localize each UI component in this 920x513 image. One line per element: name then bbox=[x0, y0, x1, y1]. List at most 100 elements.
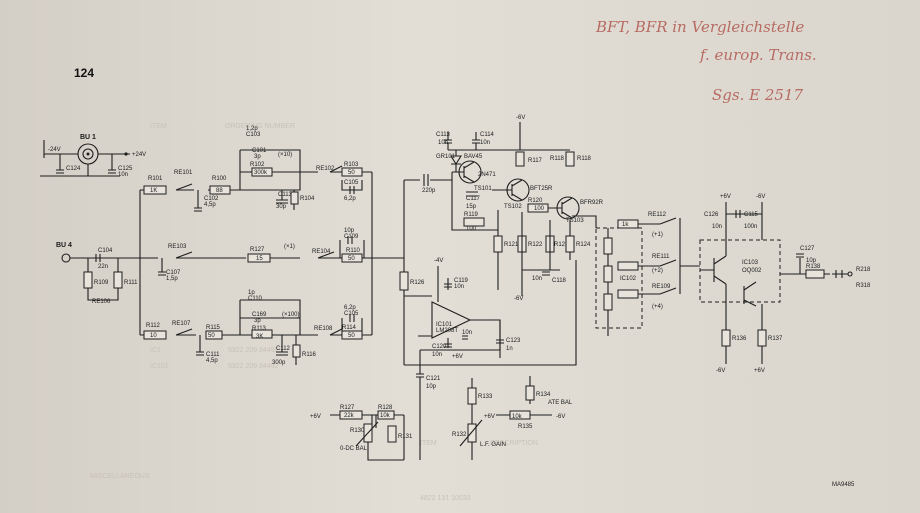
c120-value: 10n bbox=[432, 352, 442, 358]
gain-1-label: (+1) bbox=[652, 232, 663, 238]
svg-text:ITEM: ITEM bbox=[420, 440, 437, 447]
r101-label: R101 bbox=[148, 176, 163, 182]
c104-label: C104 bbox=[98, 248, 113, 254]
c115-value: 100n bbox=[744, 224, 757, 230]
svg-text:ITEM: ITEM bbox=[150, 123, 167, 130]
c110-value: 1p bbox=[248, 290, 255, 296]
r100-value: 88 bbox=[216, 188, 223, 194]
r122-label: R122 bbox=[528, 242, 543, 248]
c105-label: C105 bbox=[344, 180, 359, 186]
r127-value: 22k bbox=[344, 413, 355, 419]
neg4-label: -4V bbox=[434, 258, 443, 264]
r131-label: R131 bbox=[398, 434, 413, 440]
pos6-trim-label: +6V bbox=[310, 414, 321, 420]
c103-value: 1,2p bbox=[246, 126, 258, 132]
r118-label-b: R118 bbox=[577, 156, 592, 162]
r137-label: R137 bbox=[768, 336, 783, 342]
ic103-label: IC103 bbox=[742, 260, 759, 266]
drawing-code: MA9485 bbox=[832, 482, 855, 488]
neg6-ic103-label: -6V bbox=[756, 194, 765, 200]
r115-label: R115 bbox=[206, 325, 221, 331]
r133-label: R133 bbox=[478, 394, 493, 400]
r123-label: R123 bbox=[554, 242, 569, 248]
ic101-symbol bbox=[431, 301, 472, 339]
ts103-label: TS103 bbox=[566, 218, 584, 224]
gain-2-label: (+2) bbox=[652, 268, 663, 274]
r119-value: 100 bbox=[466, 226, 477, 232]
c103-label: C103 bbox=[246, 132, 261, 138]
pos6-r137-label: +6V bbox=[754, 368, 765, 374]
ts101-type: 2N471 bbox=[478, 172, 496, 178]
c105-value: 6,2p bbox=[344, 196, 356, 202]
r113-label: R113 bbox=[252, 326, 267, 332]
svg-text:IC101: IC101 bbox=[150, 363, 169, 370]
page-number: 124 bbox=[74, 66, 94, 80]
note-line-2: f. europ. Trans. bbox=[699, 46, 817, 64]
c121-value: 10p bbox=[426, 384, 437, 390]
c111-value: 4,5p bbox=[206, 358, 218, 364]
c102-label: C102 bbox=[204, 196, 219, 202]
bu1-pos24v-label: +24V bbox=[132, 152, 146, 158]
r318-label: R318 bbox=[856, 283, 871, 289]
r112-value: 10 bbox=[150, 333, 157, 339]
svg-text:5322 209 84492: 5322 209 84492 bbox=[228, 363, 279, 370]
r102-label: R102 bbox=[250, 162, 265, 168]
r119-label: R119 bbox=[464, 212, 479, 218]
r110-value: 50 bbox=[348, 256, 355, 262]
r138-label: R138 bbox=[806, 264, 821, 270]
gr101-label: GR101 bbox=[436, 154, 456, 160]
r111-label: R111 bbox=[124, 280, 138, 286]
c118-value: 10n bbox=[532, 276, 542, 282]
r101-value: 1K bbox=[150, 188, 157, 194]
c112-label: C112 bbox=[276, 346, 291, 352]
r114-value: 50 bbox=[348, 333, 355, 339]
ts101-label: TS101 bbox=[474, 186, 492, 192]
c123-value: 1n bbox=[506, 346, 513, 352]
c113-top-value: 10n bbox=[438, 140, 448, 146]
ic101-label: IC101 bbox=[436, 322, 453, 328]
ate-bal-label: ATE BAL bbox=[548, 400, 573, 406]
re111-label: RE111 bbox=[652, 254, 670, 260]
svg-text:4822 131 10033: 4822 131 10033 bbox=[420, 495, 471, 502]
ic101-opamp: IC101 LM208T -4V C119 10n C120 10n +6V 1… bbox=[404, 258, 577, 460]
c169-label: C169 bbox=[252, 312, 267, 318]
r127-label: R127 bbox=[340, 405, 355, 411]
re104-label: RE104 bbox=[312, 249, 331, 255]
ts103-type: BFR92R bbox=[580, 200, 604, 206]
re109-label: RE109 bbox=[652, 284, 671, 290]
c104-value: 22n bbox=[98, 264, 108, 270]
ts102-type: BFT25R bbox=[530, 186, 553, 192]
gain-x100-label: (×100) bbox=[282, 312, 300, 318]
r102-value: 300k bbox=[254, 170, 268, 176]
neg6-r136-label: -6V bbox=[716, 368, 725, 374]
c119-value: 10n bbox=[454, 284, 464, 290]
gain-x10-label: (×10) bbox=[278, 152, 292, 158]
r132-label: R132 bbox=[452, 432, 467, 438]
c112-value: 300p bbox=[272, 360, 286, 366]
c125-value: 10n bbox=[118, 172, 128, 178]
r121-label: R121 bbox=[504, 242, 519, 248]
svg-text:DESCRIPTION: DESCRIPTION bbox=[490, 440, 538, 447]
c121-label: C121 bbox=[426, 376, 441, 382]
svg-text:5322 209 84492: 5322 209 84492 bbox=[228, 347, 279, 354]
handwritten-note: BFT, BFR in Vergleichstelle f. europ. Tr… bbox=[595, 18, 817, 104]
bu1-label: BU 1 bbox=[80, 134, 96, 141]
r114-label: R114 bbox=[342, 325, 357, 331]
gain-4-label: (+4) bbox=[652, 304, 663, 310]
c117-value: 15p bbox=[466, 204, 477, 210]
r128-label: R128 bbox=[378, 405, 393, 411]
r115-value: 50 bbox=[208, 333, 215, 339]
c116-value: 220p bbox=[422, 188, 436, 194]
c106-value: 6,2p bbox=[344, 305, 356, 311]
r118-label: R118 bbox=[550, 156, 565, 162]
ts102-label: TS102 bbox=[504, 204, 522, 210]
r103-value: 50 bbox=[348, 170, 355, 176]
c117-label: C117 bbox=[466, 196, 481, 202]
svg-text:IC1: IC1 bbox=[150, 347, 161, 354]
c113-top-label: C113 bbox=[436, 132, 451, 138]
c109-value: 10p bbox=[344, 228, 355, 234]
bu4-label: BU 4 bbox=[56, 242, 72, 249]
pos6-ate-label: +6V bbox=[484, 414, 495, 420]
preamp-stage: 220p R126 C113 10n C114 10n -6V GR101 BA… bbox=[372, 115, 604, 365]
